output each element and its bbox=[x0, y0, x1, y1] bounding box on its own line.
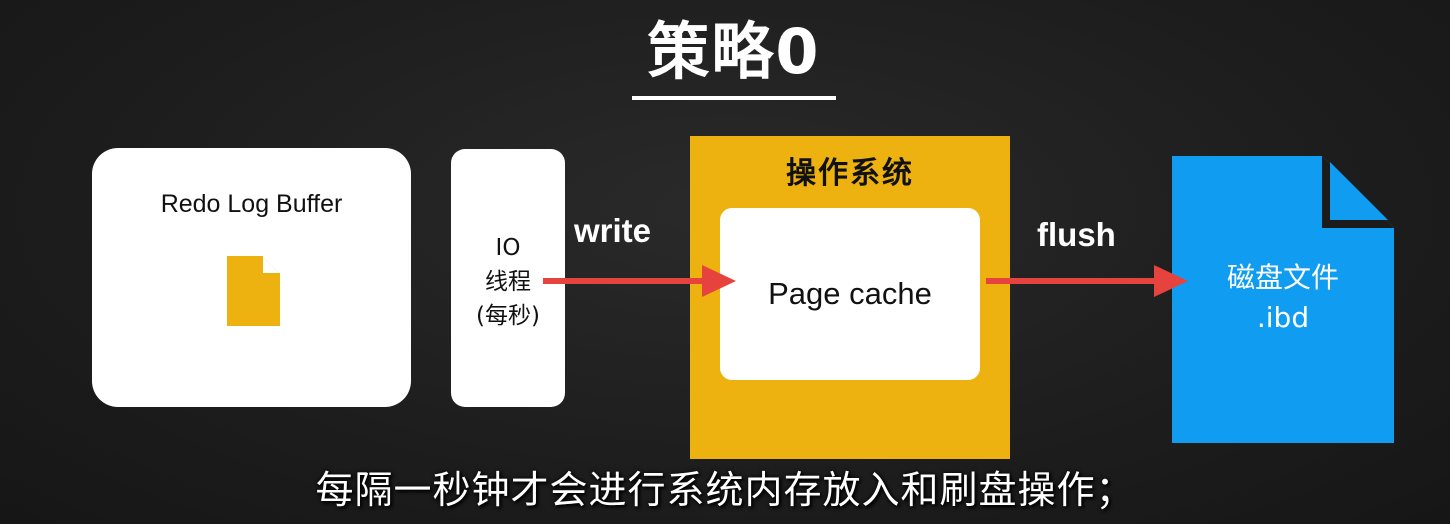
operating-system-box: 操作系统 Page cache bbox=[690, 136, 1010, 459]
write-label: write bbox=[574, 212, 652, 249]
file-icon bbox=[1172, 156, 1394, 443]
redo-log-buffer-label: Redo Log Buffer bbox=[160, 190, 343, 218]
io-thread-label: IO 线程 (每秒) bbox=[476, 235, 540, 329]
document-icon bbox=[227, 256, 280, 326]
diagram-title: 策略0 bbox=[647, 15, 821, 88]
flush-arrow bbox=[986, 265, 1188, 297]
document-icon-fold-edge bbox=[261, 256, 280, 275]
redo-log-buffer-box: Redo Log Buffer bbox=[92, 148, 411, 407]
disk-file-label: 磁盘文件 .ibd bbox=[1226, 261, 1339, 334]
page-cache-box: Page cache bbox=[720, 208, 980, 380]
disk-file-fold bbox=[1330, 162, 1388, 220]
subtitle-caption: 每隔一秒钟才会进行系统内存放入和刷盘操作； bbox=[315, 468, 1135, 512]
write-arrow bbox=[543, 265, 736, 297]
flush-label: flush bbox=[1037, 216, 1116, 253]
io-thread-box: IO 线程 (每秒) bbox=[451, 149, 565, 407]
operating-system-label: 操作系统 bbox=[786, 156, 914, 191]
page-cache-label: Page cache bbox=[768, 276, 932, 311]
title-underline bbox=[632, 96, 836, 100]
document-icon-fold bbox=[262, 256, 280, 274]
